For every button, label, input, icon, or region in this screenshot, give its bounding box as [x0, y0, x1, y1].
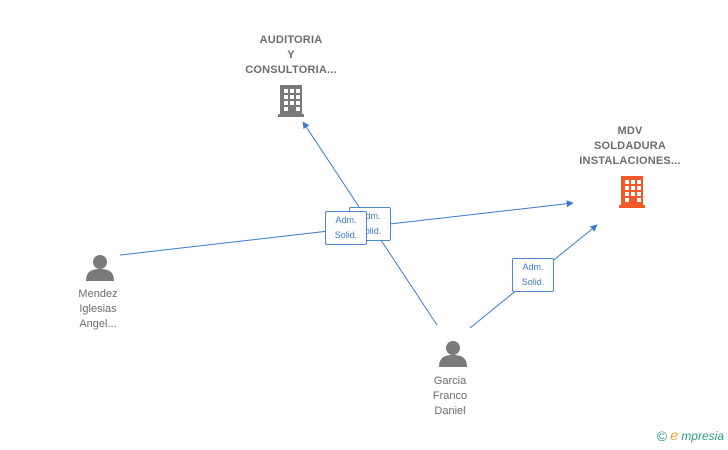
company-label-auditoria[interactable]: AUDITORIA Y CONSULTORIA...: [245, 34, 337, 76]
edge-label-garcia-mdv: Adm. Solid.: [512, 258, 554, 292]
person-icon[interactable]: [439, 341, 467, 367]
building-icon[interactable]: [278, 85, 304, 117]
company-label-mdv[interactable]: MDV SOLDADURA INSTALACIONES...: [579, 125, 681, 167]
person-label-garcia[interactable]: Garcia Franco Daniel: [432, 375, 468, 417]
brand-name: mpresia: [681, 429, 724, 443]
edge-label-mendez-mdv: Adm. Solid.: [325, 211, 367, 245]
building-icon[interactable]: [619, 176, 645, 208]
person-icon[interactable]: [86, 255, 114, 281]
person-label-mendez[interactable]: Mendez Iglesias Angel...: [78, 288, 118, 330]
brand-initial: e: [670, 428, 679, 444]
copyright-icon: ©: [656, 428, 668, 444]
